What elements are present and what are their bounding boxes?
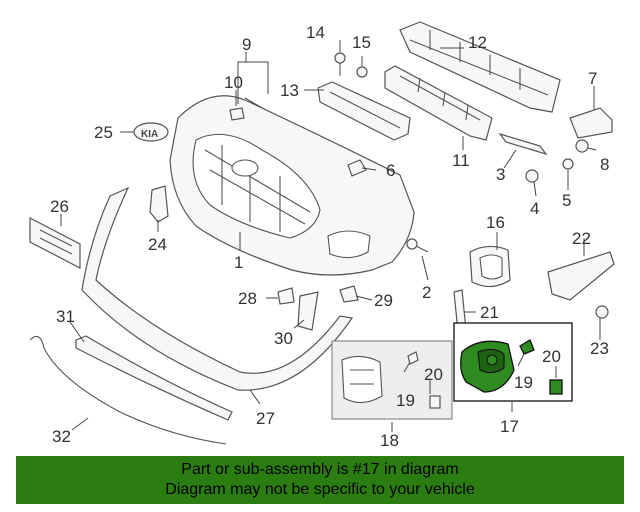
svg-text:KIA: KIA [141,129,158,140]
part-29-clip [339,285,359,303]
callout-27: 27 [256,409,275,428]
callout-5: 5 [562,191,571,210]
sub-assembly-17-box [453,322,573,402]
part-16-fog-lamp-bezel [469,245,511,288]
callout-15: 15 [352,33,371,52]
part-22-side-support [547,251,615,301]
part-23-screw [595,305,609,319]
callout-1: 1 [234,253,243,272]
part-1-bumper-cover [169,95,415,276]
part-5-screw [562,158,574,170]
part-27-lower-cover [81,186,354,391]
callout-19b: 19 [514,373,533,392]
callout-28: 28 [238,289,257,308]
callout-17: 17 [500,417,519,436]
callout-30: 30 [274,329,293,348]
callout-24: 24 [148,235,167,254]
callout-21: 21 [480,303,499,322]
callout-18: 18 [380,431,399,450]
callout-23: 23 [590,339,609,358]
banner-line-2: Diagram may not be specific to your vehi… [165,481,475,498]
part-10-clip [229,107,245,121]
callout-26: 26 [50,197,69,216]
part-31-trim-strip [75,335,233,421]
callout-13: 13 [280,81,299,100]
callout-14: 14 [306,23,325,42]
part-32-lower-lip [29,335,227,445]
callout-8: 8 [600,155,609,174]
callout-12: 12 [468,33,487,52]
part-11-energy-absorber [384,65,493,141]
callout-25: 25 [94,123,113,142]
part-25-emblem: KIA [133,122,169,142]
callout-4: 4 [530,199,539,218]
callout-16: 16 [486,213,505,232]
part-14-bolt [334,52,346,76]
callout-labels: 1 2 3 4 5 6 7 8 9 10 11 12 13 14 15 16 1… [50,23,609,450]
part-6-clip [347,159,367,177]
callout-32: 32 [52,427,71,446]
part-12-reinforcement-beam [399,21,561,113]
part-28-clip [277,287,295,305]
callout-7: 7 [588,69,597,88]
callout-10: 10 [224,73,243,92]
part-4-screw [525,169,539,183]
part-13-upper-support [317,81,411,141]
callout-31: 31 [56,307,75,326]
sub-assembly-18-box [331,340,453,420]
part-2-screw [406,238,429,253]
banner-line-1: Part or sub-assembly is #17 in diagram [181,461,459,478]
callout-9: 9 [242,35,251,54]
callout-6: 6 [386,161,395,180]
part-15-clip [356,66,368,78]
callout-20b: 20 [542,347,561,366]
callout-20a: 20 [424,365,443,384]
part-7-side-bracket [569,107,613,139]
leader-lines [60,40,601,432]
callout-29: 29 [374,291,393,310]
part-3-bracket [498,132,548,156]
part-8-screw [575,139,589,153]
info-banner: Part or sub-assembly is #17 in diagram D… [16,456,624,504]
part-26-license-bracket [29,217,81,269]
part-24-bracket [149,185,169,223]
callout-19a: 19 [396,391,415,410]
part-30-bracket [297,291,319,331]
callout-2: 2 [422,283,431,302]
callout-3: 3 [496,165,505,184]
callout-22: 22 [572,229,591,248]
callout-11: 11 [452,151,470,170]
